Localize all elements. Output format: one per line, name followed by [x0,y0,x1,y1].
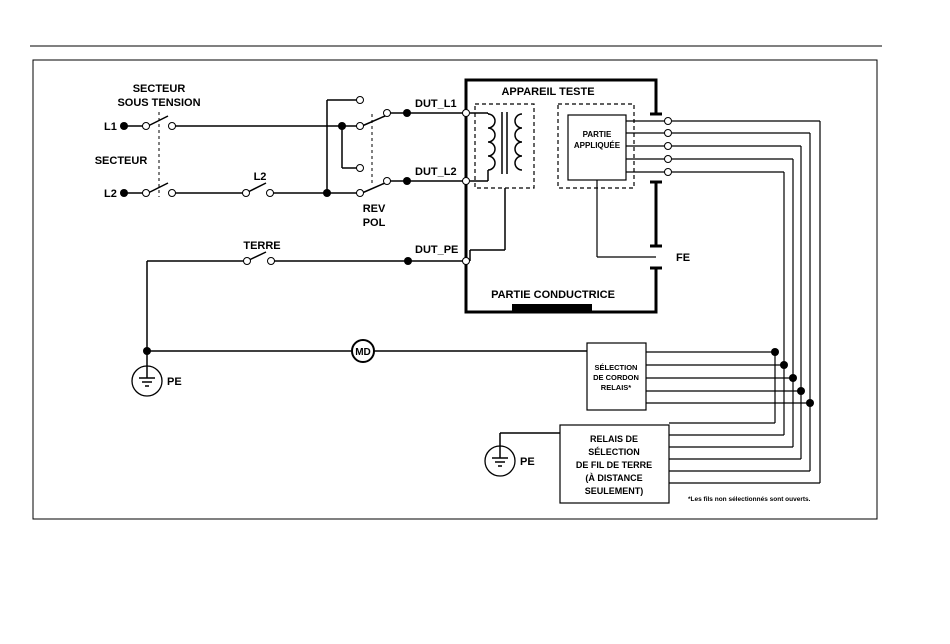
earth-relay-label-3: DE FIL DE TERRE [576,460,652,470]
device-under-test-label: APPAREIL TESTE [501,86,594,98]
lead-selection-label-2: DE CORDON [593,373,639,382]
fe-label: FE [676,252,690,264]
applied-part-label-2: APPLIQUÉE [574,141,621,150]
dut-pe-label: DUT_PE [415,244,458,256]
mains-wiring [126,100,466,197]
l2-switch-label: L2 [254,171,267,183]
conductive-part-label: PARTIE CONDUCTRICE [491,289,615,301]
mains-label: SECTEUR [95,155,148,167]
conductive-part-bar [512,304,592,312]
lead-selection-label-1: SÉLECTION [595,363,638,372]
earth-relay-label-5: SEULEMENT) [585,486,644,496]
mains-live-label-1: SECTEUR [133,83,186,95]
pol-label: POL [363,217,386,229]
transformer-coils [470,112,522,261]
transformer-box [475,104,534,188]
device-under-test-box [466,80,656,312]
earth-wiring [139,252,587,386]
mains-live-label-2: SOUS TENSION [117,97,200,109]
lead-selection-label-3: RELAIS* [601,383,632,392]
applied-part-wires [646,121,820,483]
diagram-frame [33,60,877,519]
md-label: MD [355,347,371,358]
earth-relay-label-2: SÉLECTION [588,447,640,457]
l1-label: L1 [104,121,117,133]
pe-bottom-label: PE [520,456,535,468]
mains-contacts [143,97,391,197]
l2-label: L2 [104,188,117,200]
footnote: *Les fils non sélectionnés sont ouverts. [688,496,811,503]
applied-part-label-1: PARTIE [583,130,612,139]
earth-relay-label-1: RELAIS DE [590,434,638,444]
earth-relay-label-4: (À DISTANCE [585,473,642,483]
earth-label: TERRE [243,240,280,252]
dut-l1-label: DUT_L1 [415,98,457,110]
earth-contacts [244,258,275,265]
dut-l2-label: DUT_L2 [415,166,457,178]
pe-left-label: PE [167,376,182,388]
rev-label: REV [363,203,386,215]
